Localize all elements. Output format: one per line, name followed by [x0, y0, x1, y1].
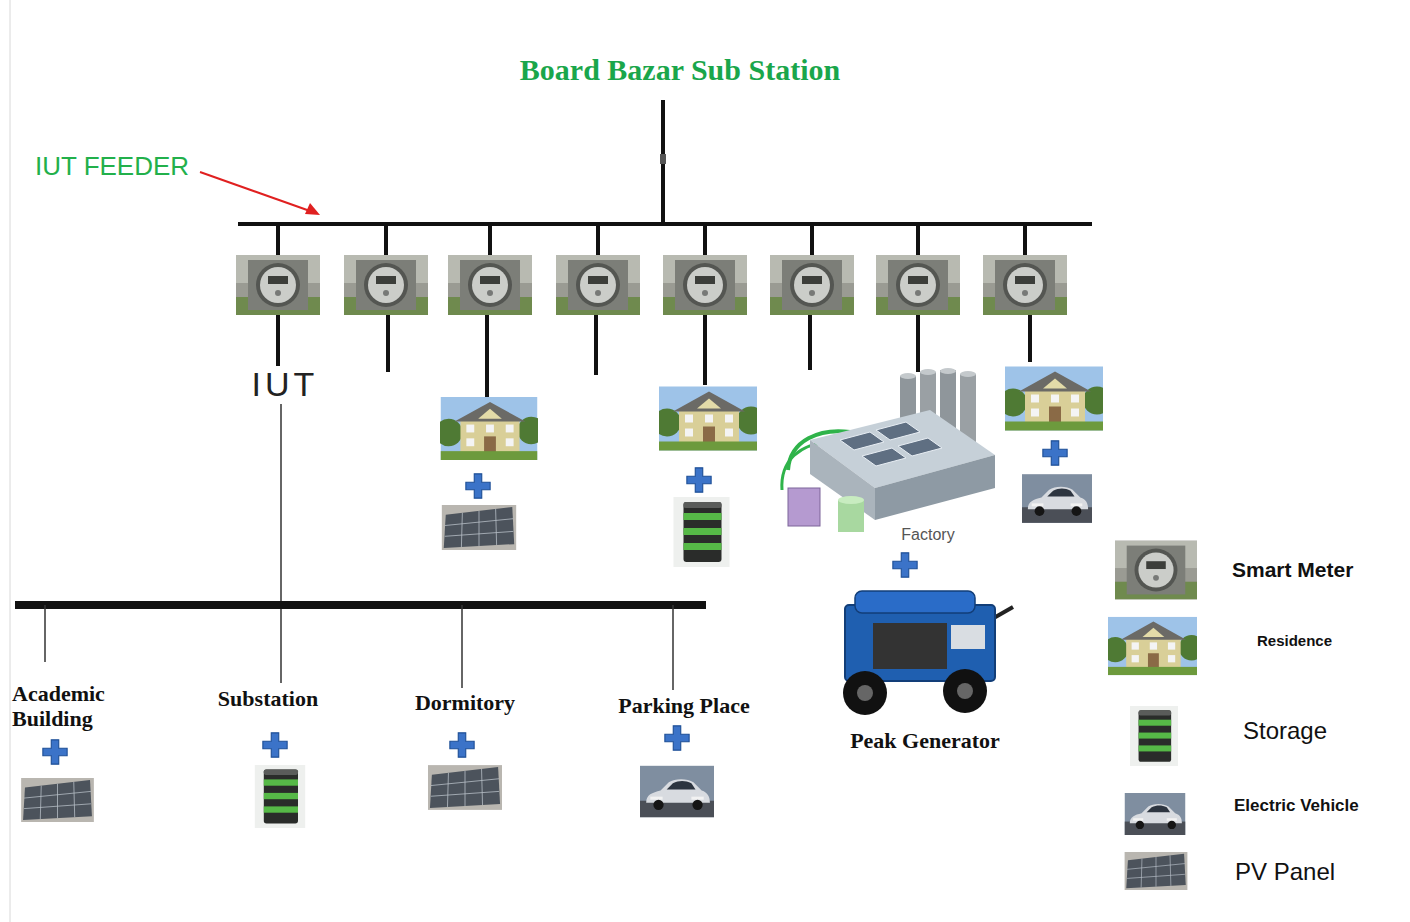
legend-item: PV Panel [1235, 858, 1335, 886]
drop-line [594, 315, 598, 375]
drop-line [488, 224, 492, 255]
drop-line [384, 224, 388, 255]
smart-meter [770, 255, 854, 315]
incoming-line [661, 100, 665, 224]
storage-icon [674, 497, 730, 567]
feeder-bus [238, 222, 1092, 226]
legend-item: Storage [1243, 717, 1327, 745]
pv-panel-icon [442, 505, 516, 550]
legend-pv-panel-icon [1125, 852, 1188, 890]
smart-meter [236, 255, 320, 315]
drop-line [916, 315, 920, 372]
legend-text: Residence [1257, 632, 1332, 649]
smart-meter [556, 255, 640, 315]
page-edge [10, 0, 11, 922]
legend-text: Storage [1243, 717, 1327, 744]
legend-item: Electric Vehicle [1234, 796, 1359, 816]
campus-label: IUT [252, 365, 319, 404]
plus-sign [1043, 441, 1067, 465]
plus-sign [466, 474, 490, 498]
legend-text: Smart Meter [1232, 558, 1353, 581]
plus-sign [893, 553, 917, 577]
legend-smart-meter-icon [1115, 541, 1197, 600]
feeder-label: IUT FEEDER [35, 152, 189, 182]
residence-icon [435, 397, 545, 460]
smart-meter [448, 255, 532, 315]
drop-line [1028, 315, 1032, 362]
legend-text: PV Panel [1235, 858, 1335, 885]
building-label: Substation [218, 686, 318, 711]
campus-drops [45, 605, 673, 690]
legend-storage-icon [1130, 706, 1178, 766]
campus-bus [15, 601, 706, 609]
plus-sign [43, 740, 67, 764]
residence-icon [653, 387, 765, 451]
legend-item: Residence [1257, 632, 1332, 649]
electric-vehicle-icon [640, 766, 714, 817]
building-label: Academic Building [12, 681, 137, 732]
electric-vehicle-icon [1022, 474, 1092, 523]
drop-line [916, 224, 920, 255]
drop-line [276, 315, 280, 366]
plus-sign [687, 468, 711, 492]
campus-line [280, 404, 282, 683]
arrow-head [305, 203, 320, 215]
drop-line [485, 315, 489, 397]
residence-icon [999, 367, 1111, 431]
diagram-title: Board Bazar Sub Station [520, 53, 840, 88]
generator-label: Peak Generator [850, 728, 1000, 753]
drop-line [1023, 224, 1027, 255]
drop-line [703, 315, 707, 385]
smart-meter [876, 255, 960, 315]
plus-sign [665, 726, 689, 750]
smart-meter [983, 255, 1067, 315]
legend-item: Smart Meter [1232, 558, 1353, 582]
drop-line [810, 224, 814, 255]
arrow-shaft [200, 172, 310, 211]
storage-icon [255, 765, 305, 828]
drop-line [672, 605, 674, 690]
legend-residence-icon [1103, 617, 1205, 675]
line-mark [660, 154, 666, 164]
drop-line [703, 224, 707, 255]
drop-line [808, 315, 812, 370]
factory-icon [782, 368, 995, 532]
legend-text: Electric Vehicle [1234, 796, 1359, 815]
drop-line [596, 224, 600, 255]
pv-panel-icon [21, 778, 94, 822]
legend-electric-vehicle-icon [1125, 793, 1185, 835]
drop-line [461, 605, 463, 688]
drop-line [276, 224, 280, 255]
plus-sign [450, 733, 474, 757]
building-label: Parking Place [618, 693, 749, 718]
drop-line [386, 315, 390, 372]
factory-label: Factory [901, 526, 954, 544]
feeder-arrow [200, 172, 320, 215]
pv-panel-icon [428, 765, 502, 810]
building-label: Dormitory [415, 690, 515, 715]
plus-sign [263, 733, 287, 757]
drop-line [44, 605, 46, 662]
smart-meter [663, 255, 747, 315]
smart-meter [344, 255, 428, 315]
meter-drops [278, 224, 1030, 397]
peak-generator-icon [843, 591, 1013, 715]
